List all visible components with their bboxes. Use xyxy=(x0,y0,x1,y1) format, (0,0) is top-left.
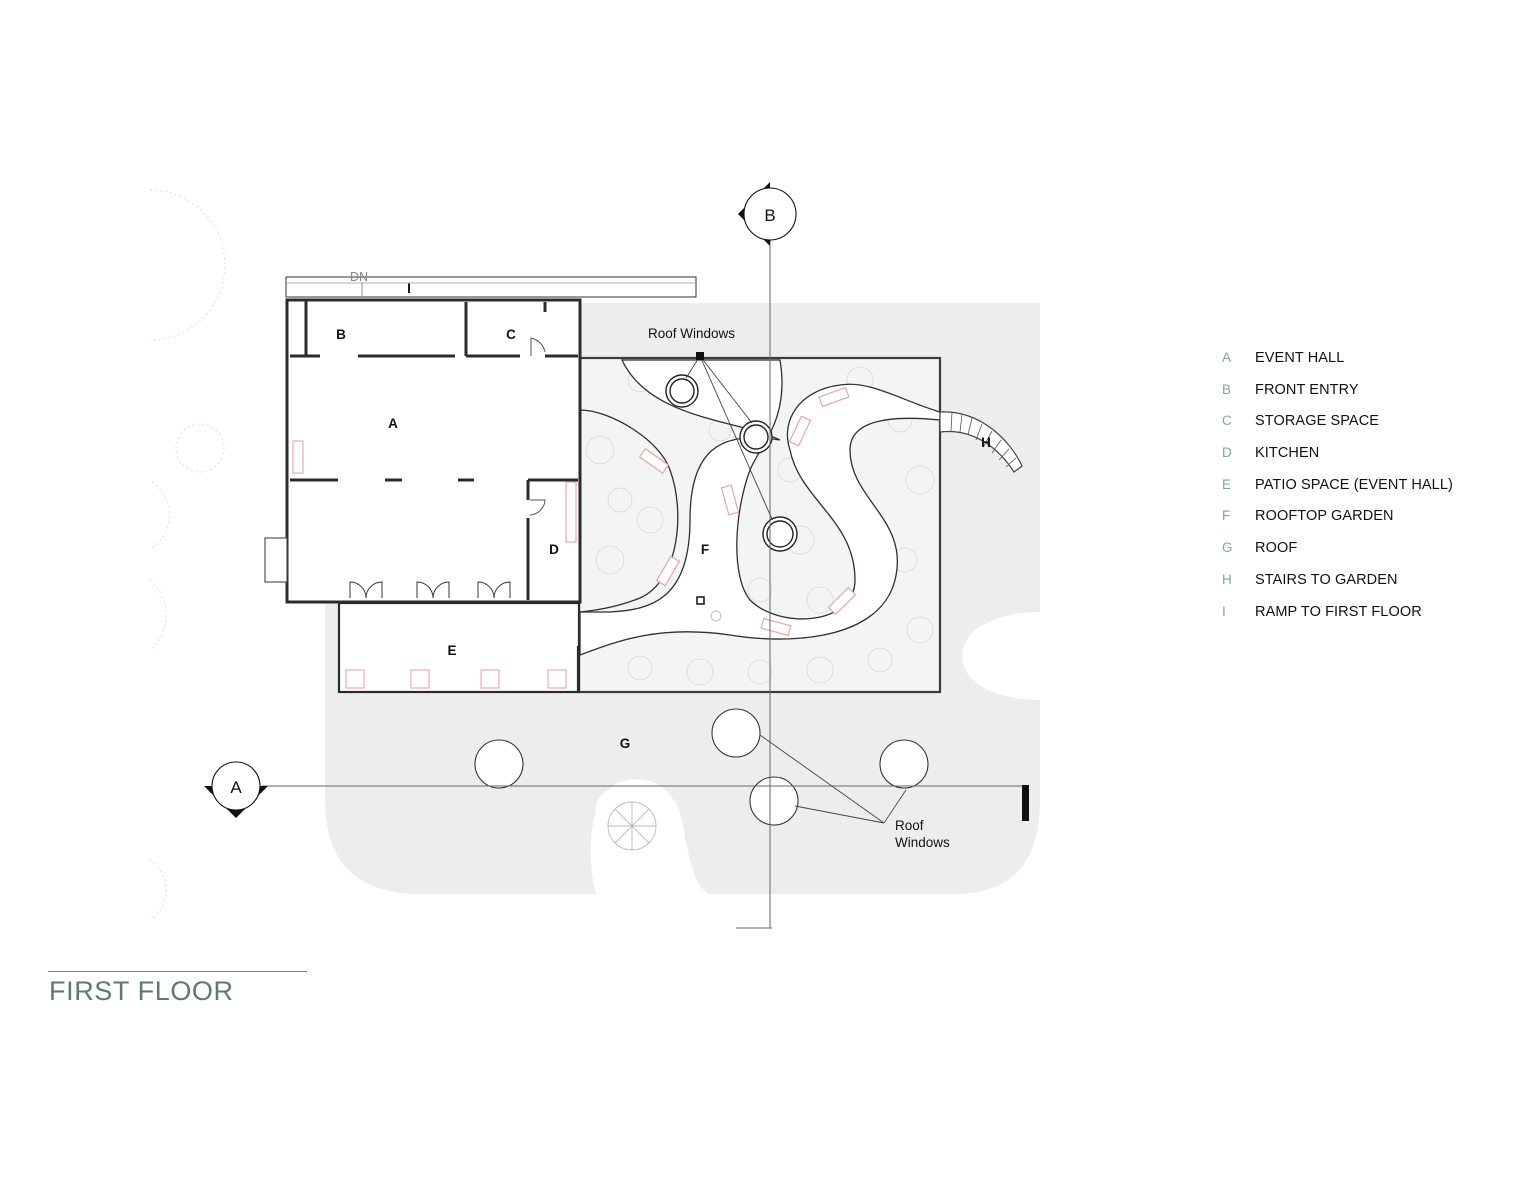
legend-item: B FRONT ENTRY xyxy=(1222,378,1502,410)
room-label-c: C xyxy=(506,327,516,342)
legend-label: EVENT HALL xyxy=(1255,350,1345,366)
legend-key: F xyxy=(1222,508,1231,524)
legend-item: D KITCHEN xyxy=(1222,441,1502,473)
roof-window-leaders xyxy=(685,355,907,824)
legend-label: ROOFTOP GARDEN xyxy=(1255,508,1394,525)
legend-label: RAMP TO FIRST FLOOR xyxy=(1255,603,1422,620)
tree-symbol xyxy=(175,423,225,473)
patio-planters xyxy=(345,669,567,689)
legend-key: D xyxy=(1222,445,1232,461)
leader-anchor xyxy=(696,352,704,360)
interior-walls xyxy=(290,300,578,600)
section-marker-a: A xyxy=(204,761,268,818)
tree-symbol xyxy=(151,481,170,549)
section-line-a-end xyxy=(1022,785,1029,821)
legend-item: E PATIO SPACE (EVENT HALL) xyxy=(1222,473,1502,505)
room-label-f: F xyxy=(701,542,709,557)
roof-windows xyxy=(474,708,929,826)
roof-windows-bottom-label-line2: Windows xyxy=(895,835,950,850)
legend: A EVENT HALL B FRONT ENTRY C STORAGE SPACE D KI… xyxy=(1222,346,1502,631)
planter-boxes xyxy=(638,386,857,637)
patio-area xyxy=(337,601,581,694)
page-title: FIRST FLOOR xyxy=(49,976,234,1006)
room-label-b: B xyxy=(336,327,346,342)
kitchen-door-swing xyxy=(529,499,546,516)
garden-path xyxy=(579,359,941,656)
section-marker-a-label: A xyxy=(230,778,242,797)
room-label-h: H xyxy=(981,435,991,450)
roof-cutout xyxy=(962,612,1040,700)
legend-key: I xyxy=(1222,603,1226,619)
garden-roof-windows xyxy=(665,374,798,552)
ramp-dn-label: DN xyxy=(350,270,368,284)
room-label-a: A xyxy=(388,416,398,431)
legend-item: C STORAGE SPACE xyxy=(1222,409,1502,441)
stair-treads xyxy=(950,411,1017,468)
legend-key: B xyxy=(1222,381,1232,397)
section-marker-b-label: B xyxy=(764,206,775,225)
room-label-e: E xyxy=(447,643,456,658)
legend-key: E xyxy=(1222,476,1232,492)
legend-label: KITCHEN xyxy=(1255,445,1320,462)
legend-key: H xyxy=(1222,571,1232,587)
storage-door-swing xyxy=(530,337,546,356)
entry-vestibule xyxy=(264,537,288,583)
garden-drain xyxy=(710,610,722,622)
tree-symbol xyxy=(149,189,226,341)
legend-item: G ROOF xyxy=(1222,536,1502,568)
legend-item: I RAMP TO FIRST FLOOR xyxy=(1222,600,1502,632)
legend-key: A xyxy=(1222,350,1232,365)
site-trees xyxy=(149,189,226,921)
legend-label: STORAGE SPACE xyxy=(1255,413,1380,430)
legend-label: PATIO SPACE (EVENT HALL) xyxy=(1255,476,1453,493)
legend-key: C xyxy=(1222,413,1232,429)
legend-label: ROOF xyxy=(1255,540,1298,557)
roof-windows-top-label: Roof Windows xyxy=(648,326,735,341)
legend-item: F ROOFTOP GARDEN xyxy=(1222,504,1502,536)
ramp xyxy=(285,276,697,298)
event-hall-bench xyxy=(292,440,304,474)
section-marker-b: B xyxy=(738,182,797,246)
tree-symbol xyxy=(149,579,167,651)
garden-path-edge xyxy=(579,409,679,613)
legend-key: G xyxy=(1222,540,1233,556)
room-label-i: I xyxy=(407,281,411,296)
legend-item: A EVENT HALL xyxy=(1222,346,1502,378)
room-label-d: D xyxy=(549,542,559,557)
spiral-stair-symbol xyxy=(607,801,657,851)
garden-column xyxy=(696,596,705,605)
roof-cutout xyxy=(590,779,712,894)
tree-symbol xyxy=(149,859,167,921)
kitchen-counter xyxy=(565,481,577,543)
building-outline xyxy=(285,298,582,604)
legend-item: H STAIRS TO GARDEN xyxy=(1222,568,1502,600)
title-rule xyxy=(48,971,307,972)
legend-label: FRONT ENTRY xyxy=(1255,381,1359,398)
roof-windows-bottom-label-line1: Roof xyxy=(895,818,924,833)
legend-label: STAIRS TO GARDEN xyxy=(1255,571,1398,588)
patio-doors xyxy=(349,581,511,599)
room-label-g: G xyxy=(620,736,631,751)
